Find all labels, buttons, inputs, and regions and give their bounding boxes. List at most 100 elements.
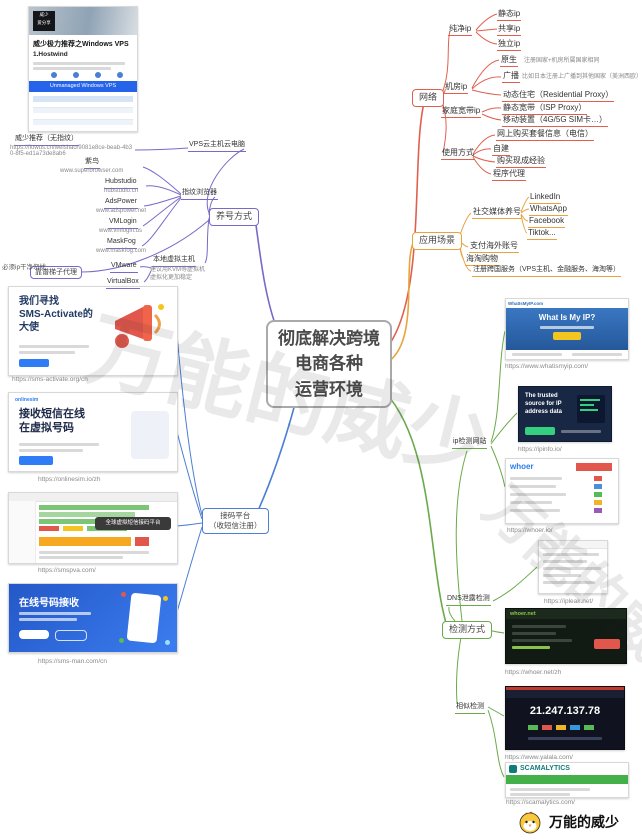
- nav-bar: [506, 690, 624, 698]
- node-usage-method[interactable]: 使用方式: [441, 148, 475, 160]
- node-tiktok[interactable]: Tiktok...: [527, 228, 557, 240]
- node-browser-maskfog[interactable]: MaskFog: [106, 238, 137, 249]
- node-browser-ziniao[interactable]: 紫鸟: [84, 158, 100, 169]
- node-buy-ready-made[interactable]: 购买现成经验: [496, 156, 546, 168]
- url-hubstudio[interactable]: hubstudio.cn: [104, 188, 139, 194]
- node-facebook[interactable]: Facebook: [528, 216, 566, 228]
- branch-raising[interactable]: 养号方式: [209, 208, 260, 226]
- node-proxy-ladder[interactable]: 靠谱梯子代理: [30, 266, 82, 280]
- table-row: [33, 108, 133, 113]
- text-line-placeholder: [510, 509, 560, 512]
- link-sms-activate[interactable]: https://sms-activate.org/cn: [12, 376, 88, 383]
- node-native-ip[interactable]: 原生: [500, 55, 518, 67]
- node-browser-vmlogin[interactable]: VMLogin: [108, 218, 138, 229]
- link-ipinfo[interactable]: https://ipinfo.io/: [518, 446, 562, 453]
- grid-row: [39, 512, 135, 517]
- whoer-net-brand: whoer.net: [510, 611, 536, 617]
- url-ziniao[interactable]: www.superbrowser.com: [60, 168, 124, 174]
- grid-row: [39, 505, 149, 510]
- screenshot-ipleak[interactable]: [538, 540, 608, 594]
- node-home-broadband-ip[interactable]: 家庭宽带ip: [441, 106, 482, 118]
- node-linkedin[interactable]: LinkedIn: [529, 192, 562, 204]
- link-flowus[interactable]: https://flowus.cn/weishao/9081e8ce-beab-…: [10, 145, 133, 157]
- text-line-placeholder: [33, 62, 125, 65]
- link-sms-man[interactable]: https://sms-man.com/cn: [38, 658, 107, 665]
- link-onlinesim[interactable]: https://onlinesim.io/zh: [38, 476, 101, 483]
- table-row: [33, 102, 133, 108]
- node-mobile-sim[interactable]: 移动装置（4G/5G SIM卡…）: [502, 115, 609, 127]
- text-line-placeholder: [510, 788, 590, 791]
- cta-button: [19, 630, 49, 639]
- node-self-build[interactable]: 自建: [492, 144, 510, 156]
- branch-detection[interactable]: 检测方式: [442, 621, 493, 639]
- link-whoer-net[interactable]: https://whoer.net/zh: [505, 669, 562, 676]
- text-line-placeholder: [19, 612, 91, 615]
- node-local-vm[interactable]: 本地虚拟主机: [152, 256, 196, 267]
- topbar: [506, 609, 626, 619]
- screenshot-onlinesim[interactable]: onlinesim 接收短信在线 在虚拟号码: [8, 392, 178, 472]
- node-whatsapp[interactable]: WhatsApp: [529, 204, 568, 216]
- screenshot-sms-activate[interactable]: 我们寻找 SMS-Activate的 大使: [8, 286, 178, 376]
- node-similarity-check[interactable]: 相似检测: [455, 703, 485, 714]
- flag-cell: [594, 476, 602, 481]
- central-topic[interactable]: 彻底解决跨境 电商各种 运营环境: [266, 320, 392, 408]
- node-program-proxy[interactable]: 程序代理: [492, 169, 526, 181]
- url-vmlogin[interactable]: www.vmlogin.us: [99, 228, 143, 234]
- node-fingerprint-browser[interactable]: 指纹浏览器: [181, 189, 218, 200]
- node-ip-check-sites[interactable]: ip检测网站: [452, 438, 488, 449]
- screenshot-whoer-net[interactable]: whoer.net: [505, 608, 627, 664]
- node-isp-proxy[interactable]: 静态宽带（ISP Proxy）: [502, 103, 588, 115]
- branch-scenarios[interactable]: 应用场景: [412, 232, 463, 250]
- table-header: [33, 96, 133, 102]
- article-item: 1.Hostwind: [33, 51, 68, 58]
- node-dns-leak-check[interactable]: DNS泄露检测: [446, 595, 491, 606]
- note-proxy-clean-ip: 必须ip干净勿扰: [2, 264, 47, 271]
- branch-network[interactable]: 网络: [412, 89, 445, 107]
- node-weishao-recommend[interactable]: 威少推荐（无指纹）: [14, 135, 79, 146]
- screenshot-scamalytics[interactable]: SCAMALYTICS: [505, 762, 629, 798]
- screenshot-sms-man[interactable]: 在线号码接收: [8, 583, 178, 653]
- node-virtualbox[interactable]: VirtualBox: [106, 278, 140, 289]
- node-browser-hubstudio[interactable]: Hubstudio: [104, 178, 138, 189]
- flag-cell: [594, 500, 602, 505]
- node-overseas-payment[interactable]: 支付海外账号: [469, 241, 519, 253]
- node-pure-ip[interactable]: 纯净ip: [448, 24, 473, 36]
- node-static-ip[interactable]: 静态ip: [497, 9, 522, 21]
- footer-brand-text: 万能的威少: [549, 814, 619, 830]
- node-vmware[interactable]: VMware: [110, 262, 138, 273]
- link-whoer-io[interactable]: https://whoer.io/: [507, 527, 553, 534]
- node-broadcast-ip[interactable]: 广播: [502, 71, 520, 83]
- node-shared-ip[interactable]: 共享ip: [497, 24, 522, 36]
- screenshot-smspva[interactable]: 全球虚拟短信接码平台: [8, 492, 178, 564]
- text-line-placeholder: [19, 345, 89, 348]
- node-residential-proxy[interactable]: 动态住宅（Residential Proxy）: [502, 90, 615, 102]
- node-vps-cloud[interactable]: VPS云主机云电脑: [188, 141, 247, 152]
- text-line-placeholder: [19, 449, 83, 452]
- screenshot-yalala[interactable]: 21.247.137.78: [505, 686, 625, 750]
- link-yalala[interactable]: https://www.yalala.com/: [505, 754, 573, 761]
- screenshot-whatismyip[interactable]: WhatIsMyIP.com What Is My IP?: [505, 298, 629, 360]
- article-logo: 威少 爱分享: [33, 11, 55, 31]
- url-adspower[interactable]: www.adspower.net: [96, 208, 147, 214]
- branch-sms-platform[interactable]: 接码平台 （收短信注册）: [202, 508, 269, 534]
- node-social-accounts[interactable]: 社交媒体养号: [472, 207, 522, 219]
- url-maskfog[interactable]: www.maskfog.com: [96, 248, 147, 254]
- node-browser-adspower[interactable]: AdsPower: [104, 198, 138, 209]
- link-scamalytics[interactable]: https://scamalytics.com/: [506, 799, 575, 806]
- header-bar: [539, 541, 607, 549]
- link-ipleak[interactable]: https://ipleak.net/: [544, 598, 594, 605]
- smspva-tooltip: 全球虚拟短信接码平台: [95, 517, 171, 530]
- link-smspva[interactable]: https://smspva.com/: [38, 567, 96, 574]
- screenshot-vps-article[interactable]: 威少 爱分享 威少极力推荐之Windows VPS 1.Hostwind Unm…: [28, 6, 138, 132]
- screenshot-whoer-io[interactable]: whoer: [505, 458, 619, 524]
- color-cell: [570, 725, 580, 730]
- node-overseas-shopping[interactable]: 海淘购物: [465, 254, 499, 266]
- node-datacenter-ip[interactable]: 机房ip: [444, 82, 469, 94]
- node-dedicated-ip[interactable]: 独立ip: [497, 39, 522, 51]
- node-buy-plan-online[interactable]: 网上购买套餐信息（电信）: [496, 129, 594, 141]
- top-accent: [506, 687, 624, 690]
- link-whatismyip[interactable]: https://www.whatismyip.com/: [505, 363, 589, 370]
- node-register-services[interactable]: 注册跨国服务（VPS主机、金融服务、海淘等）: [472, 266, 622, 277]
- screenshot-ipinfo[interactable]: The trusted source for IP address data: [518, 386, 612, 442]
